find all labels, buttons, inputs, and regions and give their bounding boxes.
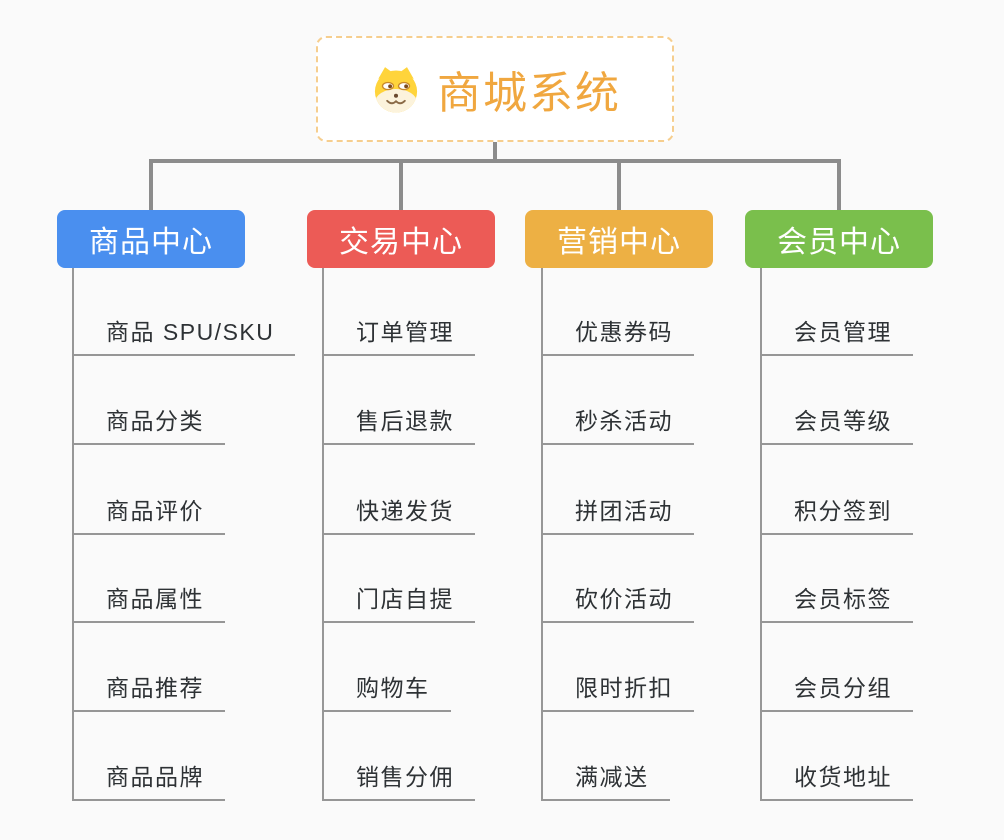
node-leaf[interactable]: 会员等级: [760, 407, 913, 445]
node-leaf[interactable]: 优惠券码: [541, 318, 694, 356]
node-leaf[interactable]: 商品品牌: [72, 763, 225, 801]
node-leaf[interactable]: 商品评价: [72, 497, 225, 535]
branch-drop-line: [399, 159, 403, 211]
node-leaf[interactable]: 积分签到: [760, 497, 913, 535]
node-leaf[interactable]: 订单管理: [322, 318, 475, 356]
node-leaf[interactable]: 会员分组: [760, 674, 913, 712]
node-leaf[interactable]: 销售分佣: [322, 763, 475, 801]
node-leaf[interactable]: 满减送: [541, 763, 670, 801]
branch-node-member-center[interactable]: 会员中心: [745, 210, 933, 268]
dog-face-icon: [369, 64, 423, 114]
root-connector-line: [493, 141, 497, 161]
node-leaf[interactable]: 售后退款: [322, 407, 475, 445]
node-leaf[interactable]: 限时折扣: [541, 674, 694, 712]
node-leaf[interactable]: 会员标签: [760, 585, 913, 623]
node-leaf[interactable]: 砍价活动: [541, 585, 694, 623]
branch-node-marketing-center[interactable]: 营销中心: [525, 210, 713, 268]
branch-drop-line: [837, 159, 841, 211]
branch-drop-line: [149, 159, 153, 211]
node-leaf[interactable]: 商品推荐: [72, 674, 225, 712]
node-leaf[interactable]: 商品 SPU/SKU: [72, 318, 296, 356]
root-node-mall-system[interactable]: 商城系统: [316, 36, 674, 142]
node-leaf[interactable]: 商品属性: [72, 585, 225, 623]
node-leaf[interactable]: 商品分类: [72, 407, 225, 445]
branch-node-product-center[interactable]: 商品中心: [57, 210, 245, 268]
node-leaf[interactable]: 快递发货: [322, 497, 475, 535]
node-leaf[interactable]: 秒杀活动: [541, 407, 694, 445]
node-leaf[interactable]: 会员管理: [760, 318, 913, 356]
node-leaf[interactable]: 收货地址: [760, 763, 913, 801]
root-title: 商城系统: [437, 69, 621, 118]
node-leaf[interactable]: 拼团活动: [541, 497, 694, 535]
branch-drop-line: [617, 159, 621, 211]
node-leaf[interactable]: 门店自提: [322, 585, 475, 623]
node-leaf[interactable]: 购物车: [322, 674, 451, 712]
branch-node-trade-center[interactable]: 交易中心: [307, 210, 495, 268]
branch-spine-line: [149, 159, 841, 163]
